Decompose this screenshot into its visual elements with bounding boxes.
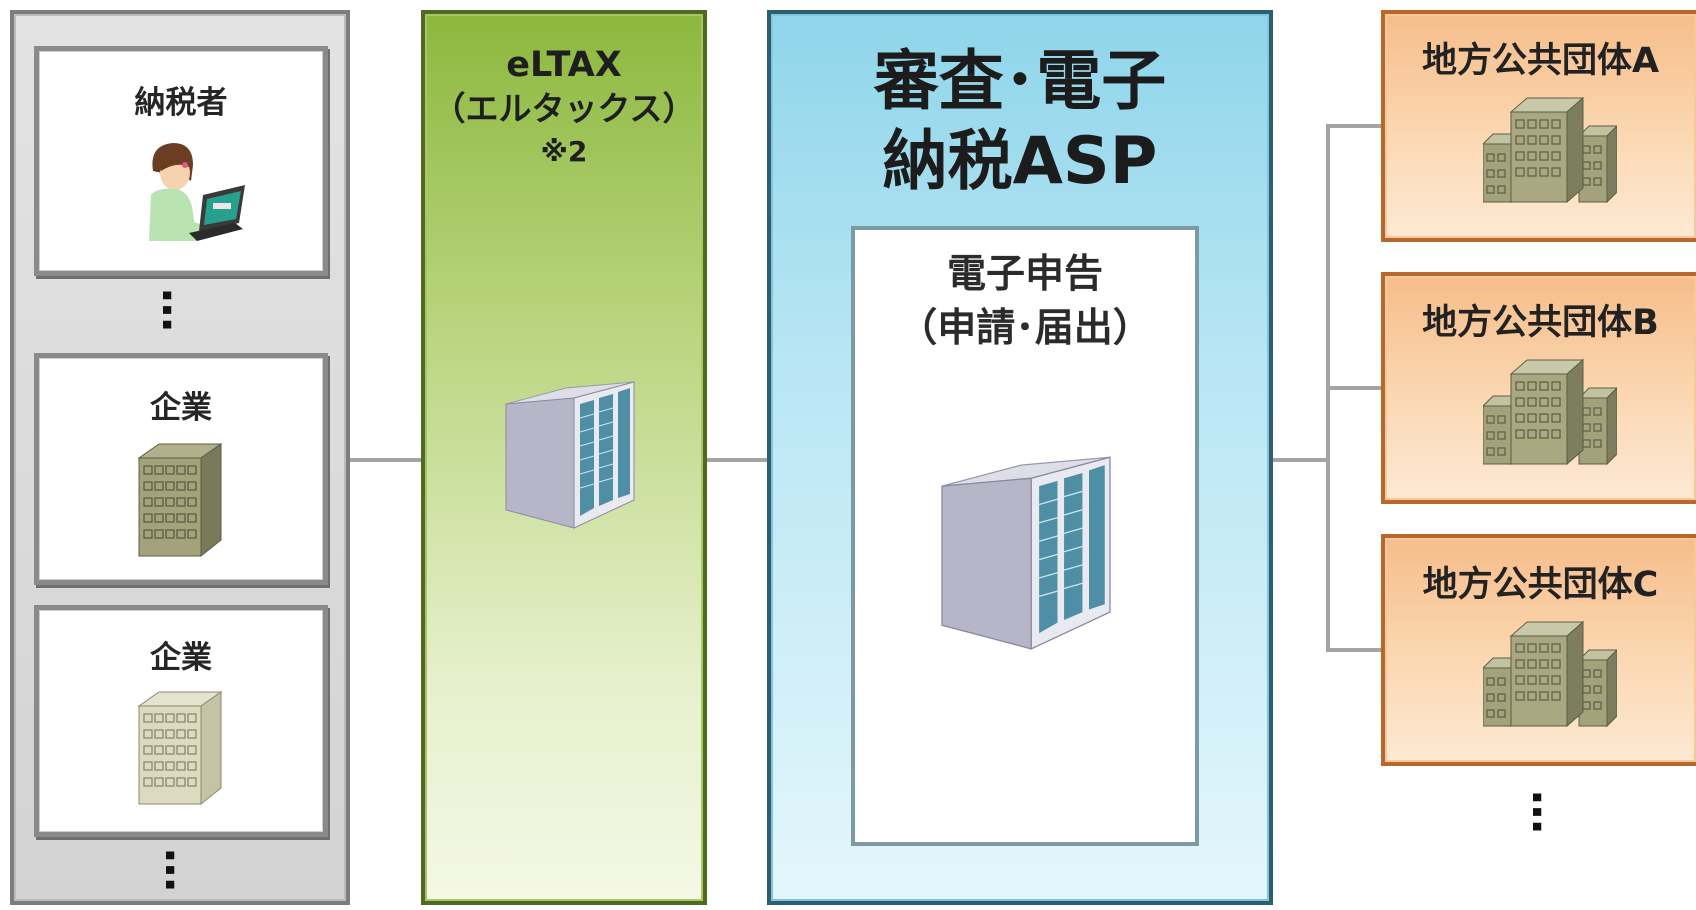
government-label-b: 地方公共団体B — [1422, 303, 1659, 343]
eltax-title-line2: （エルタックス） — [432, 89, 696, 128]
government-box-a: 地方公共団体A — [1381, 10, 1696, 242]
building-complex-icon — [1483, 358, 1617, 466]
asp-title-line2: 納税ASP — [882, 124, 1158, 199]
building-complex-icon — [1483, 96, 1617, 204]
eltax-title-line1: eLTAX — [506, 45, 622, 85]
asp-title-line1: 審査･電子 — [873, 44, 1167, 119]
server-icon — [505, 381, 635, 529]
e-filing-title-line2: （申請･届出） — [898, 306, 1152, 351]
eltax-title: eLTAX （エルタックス） ※2 — [425, 44, 703, 173]
government-box-b: 地方公共団体B — [1381, 272, 1696, 504]
connector-taxpayers-eltax — [350, 458, 421, 462]
taxpayers-ellipsis-top: … — [152, 288, 203, 330]
taxpayers-ellipsis-bottom: … — [155, 848, 206, 890]
government-label-a: 地方公共団体A — [1421, 41, 1660, 81]
governments-ellipsis: … — [1522, 790, 1573, 832]
government-label-c: 地方公共団体C — [1422, 565, 1659, 605]
eltax-panel: eLTAX （エルタックス） ※2 — [421, 10, 707, 905]
person-at-laptop-icon — [149, 143, 245, 241]
e-filing-title-line1: 電子申告 — [946, 252, 1103, 297]
company-box-1: 企業 — [34, 353, 328, 585]
building-complex-icon — [1483, 620, 1617, 728]
connector-branch-a — [1326, 124, 1381, 128]
connector-asp-branch — [1273, 458, 1328, 462]
e-filing-box: 電子申告 （申請･届出） — [851, 226, 1199, 846]
asp-title: 審査･電子 納税ASP — [771, 42, 1269, 202]
connector-branch-c — [1326, 648, 1381, 652]
company-label-1: 企業 — [150, 390, 212, 426]
taxpayer-label: 納税者 — [134, 85, 228, 121]
connector-eltax-asp — [707, 458, 767, 462]
building-icon — [137, 443, 223, 558]
server-icon — [941, 456, 1111, 650]
government-box-c: 地方公共団体C — [1381, 534, 1696, 766]
e-filing-title: 電子申告 （申請･届出） — [855, 248, 1195, 356]
taxpayer-box: 納税者 — [34, 46, 328, 276]
company-box-2: 企業 — [34, 605, 328, 837]
company-label-2: 企業 — [150, 640, 212, 676]
eltax-title-line3: ※2 — [540, 135, 588, 168]
building-icon — [137, 691, 223, 806]
connector-branch-b — [1326, 386, 1381, 390]
asp-panel: 審査･電子 納税ASP 電子申告 （申請･届出） — [767, 10, 1273, 905]
